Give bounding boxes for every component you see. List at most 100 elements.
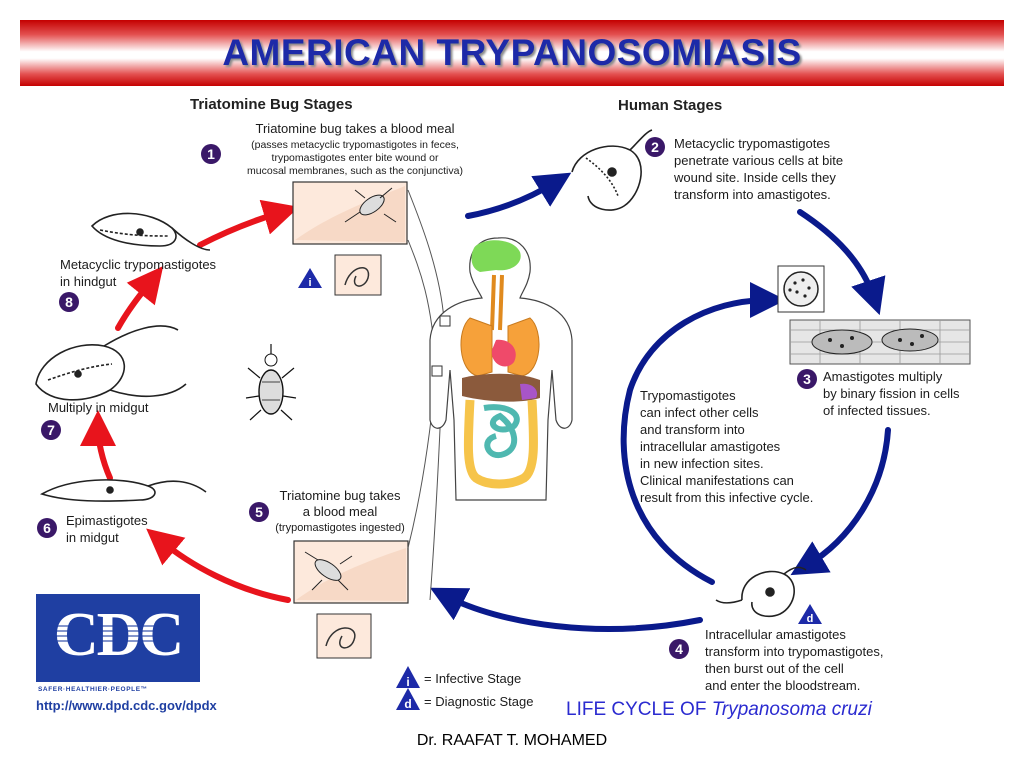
legend-diagnostic: d = Diagnostic Stage: [396, 688, 533, 711]
cdc-url-link[interactable]: http://www.dpd.cdc.gov/dpdx: [36, 698, 217, 713]
arrow-7-to-8: [115, 265, 164, 331]
note-line-5: in new infection sites.: [640, 456, 764, 471]
infected-cell-icon: [777, 265, 825, 313]
step-number-8: 8: [65, 294, 73, 310]
note-line-6: Clinical manifestations can: [640, 473, 794, 488]
note-line-7: result from this infective cycle.: [640, 490, 813, 505]
diagnostic-icon-letter: d: [807, 613, 814, 625]
note-line-2: can infect other cells: [640, 405, 759, 420]
step-badge-5: 5: [249, 502, 269, 522]
step-number-4: 4: [675, 641, 683, 657]
step-1-line-3: trypomastigotes enter bite wound or: [272, 152, 439, 164]
cdc-logo: CDC: [36, 594, 200, 682]
step-2-line-1: Metacyclic trypomastigotes: [674, 136, 831, 151]
author-credit: Dr. RAAFAT T. MOHAMED: [416, 732, 608, 749]
step-8-line-1: Metacyclic trypomastigotes: [60, 257, 217, 272]
infective-stage-icon: i: [298, 268, 322, 289]
trypomastigote-stage-2: [571, 129, 653, 211]
page-title: AMERICAN TRYPANOSOMIASIS: [222, 32, 802, 73]
step-7-line-1: Multiply in midgut: [48, 400, 149, 415]
note-line-1: Trypomastigotes: [640, 388, 736, 403]
step-2-line-2: penetrate various cells at bite: [674, 153, 843, 168]
arrow-6-to-7: [80, 410, 117, 481]
arrow-inner-cycle: [620, 282, 786, 585]
step-4-line-2: transform into trypomastigotes,: [705, 644, 883, 659]
bug-cycle-arrows: [80, 199, 300, 603]
bite-panel-top: [292, 181, 408, 245]
heading-human-stages: Human Stages: [618, 97, 722, 114]
infective-cycle-note: Trypomastigotes can infect other cells a…: [640, 388, 813, 505]
step-1-line-4: mucosal membranes, such as the conjuncti…: [247, 165, 463, 177]
step-1-text: Triatomine bug takes a blood meal (passe…: [247, 121, 463, 177]
arrow-3-to-4: [790, 427, 891, 576]
arrow-5-to-6: [146, 528, 291, 603]
step-5-line-3: (trypomastigotes ingested): [275, 522, 405, 534]
diagnostic-stage-icon: d: [798, 604, 822, 625]
step-4-text: Intracellular amastigotes transform into…: [705, 627, 883, 693]
cdc-logo-stripes: [36, 622, 200, 644]
step-7-text: Multiply in midgut: [48, 400, 149, 415]
step-5-text: Triatomine bug takes a blood meal (trypo…: [275, 488, 405, 534]
title-banner: AMERICAN TRYPANOSOMIASIS: [20, 20, 1004, 86]
parasite-inset-top: [334, 254, 382, 296]
legend-diagnostic-letter: d: [404, 697, 411, 711]
step-badge-6: 6: [37, 518, 57, 538]
step-number-7: 7: [47, 422, 55, 438]
epimastigotes-midgut-stage-7: [35, 325, 187, 401]
step-number-6: 6: [43, 520, 51, 536]
step-badge-1: 1: [201, 144, 221, 164]
step-5-line-2: a blood meal: [303, 504, 378, 519]
step-badge-3: 3: [797, 369, 817, 389]
step-8-text: Metacyclic trypomastigotes in hindgut: [60, 257, 217, 289]
step-5-line-1: Triatomine bug takes: [280, 488, 401, 503]
step-badge-8: 8: [59, 292, 79, 312]
step-3-line-1: Amastigotes multiply: [823, 369, 943, 384]
caption-prefix: LIFE CYCLE OF: [566, 699, 712, 720]
legend-infective-label: = Infective Stage: [424, 671, 521, 686]
step-badge-4: 4: [669, 639, 689, 659]
step-6-line-1: Epimastigotes: [66, 513, 148, 528]
step-number-1: 1: [207, 146, 215, 162]
step-4-line-1: Intracellular amastigotes: [705, 627, 846, 642]
step-badge-7: 7: [41, 420, 61, 440]
parasite-inset-bottom: [316, 613, 372, 659]
legend: i = Infective Stage d = Diagnostic Stage: [396, 666, 533, 711]
human-figure: [429, 237, 573, 501]
arrow-8-to-1: [197, 199, 300, 248]
step-1-line-2: (passes metacyclic trypomastigotes in fe…: [251, 139, 459, 151]
step-number-5: 5: [255, 504, 263, 520]
arrow-1-to-2: [465, 172, 572, 219]
diagram-caption: LIFE CYCLE OF Trypanosoma cruzi: [566, 699, 872, 721]
caption-organism: Trypanosoma cruzi: [711, 699, 872, 720]
infected-tissue-icon: [789, 319, 971, 365]
metacyclic-trypomastigote-hindgut: [90, 212, 211, 251]
step-1-line-1: Triatomine bug takes a blood meal: [256, 121, 455, 136]
step-3-text: Amastigotes multiply by binary fission i…: [823, 369, 960, 418]
step-number-3: 3: [803, 371, 811, 387]
legend-infective-letter: i: [406, 675, 409, 689]
note-line-3: and transform into: [640, 422, 745, 437]
step-6-line-2: in midgut: [66, 530, 119, 545]
step-6-text: Epimastigotes in midgut: [66, 513, 148, 545]
human-cycle-arrows: [430, 172, 891, 632]
step-2-text: Metacyclic trypomastigotes penetrate var…: [673, 136, 843, 202]
epimastigote-stage-6: [39, 479, 207, 502]
cdc-tagline: SAFER·HEALTHIER·PEOPLE™: [38, 686, 148, 693]
legend-infective: i = Infective Stage: [396, 666, 521, 689]
trypomastigote-stage-4: [715, 566, 807, 618]
step-badge-2: 2: [645, 137, 665, 157]
step-3-line-2: by binary fission in cells: [823, 386, 960, 401]
step-4-line-3: then burst out of the cell: [705, 661, 844, 676]
infective-icon-letter: i: [308, 277, 311, 289]
step-2-line-3: wound site. Inside cells they: [673, 170, 836, 185]
step-number-2: 2: [651, 139, 659, 155]
step-8-line-2: in hindgut: [60, 274, 117, 289]
legend-diagnostic-label: = Diagnostic Stage: [424, 694, 533, 709]
arrow-2-to-3: [797, 209, 886, 316]
step-3-line-3: of infected tissues.: [823, 403, 931, 418]
heading-bug-stages: Triatomine Bug Stages: [190, 96, 353, 113]
arrow-4-to-5: [430, 587, 703, 632]
bite-panel-bottom: [293, 540, 409, 604]
triatomine-bug-icon: [245, 344, 297, 421]
